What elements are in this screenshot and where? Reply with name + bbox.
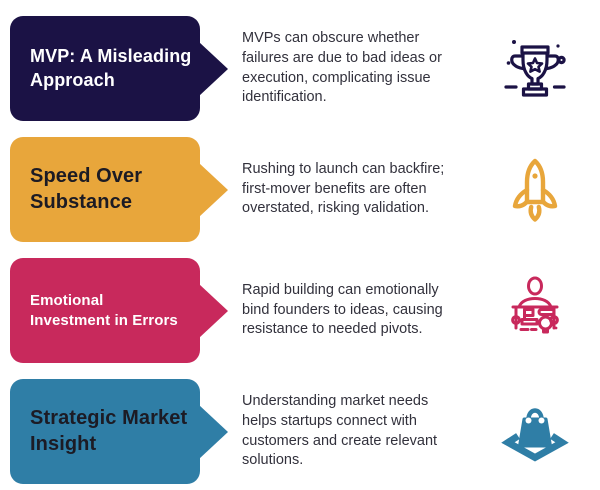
row-description: Understanding market needs helps startup… — [242, 393, 438, 469]
row-mvp-misleading-approach: MVP: A Misleading Approach MVPs can obsc… — [10, 9, 600, 128]
shopping-bag-icon — [492, 389, 578, 475]
title-box-speed: Speed Over Substance — [10, 137, 200, 242]
trophy-icon — [492, 26, 578, 112]
title-box-mvp: MVP: A Misleading Approach — [10, 16, 200, 121]
row-description: Rushing to launch can backfire; first-mo… — [242, 160, 445, 217]
row-title: MVP: A Misleading Approach — [30, 46, 192, 90]
person-idea-board-icon — [492, 268, 578, 354]
row-title: Emotional Investment in Errors — [30, 292, 178, 329]
row-speed-over-substance: Speed Over Substance Rushing to launch c… — [10, 130, 600, 249]
title-box-strategic: Strategic Market Insight — [10, 379, 200, 484]
row-title: Speed Over Substance — [30, 164, 143, 213]
title-box-emotional: Emotional Investment in Errors — [10, 258, 200, 363]
row-description: MVPs can obscure whether failures are du… — [242, 30, 442, 106]
row-strategic-market-insight: Strategic Market Insight Understanding m… — [10, 372, 600, 490]
row-description: Rapid building can emotionally bind foun… — [242, 281, 443, 338]
rocket-icon — [492, 147, 578, 233]
row-emotional-investment: Emotional Investment in Errors Rapid bui… — [10, 251, 600, 370]
row-title: Strategic Market Insight — [30, 406, 188, 455]
